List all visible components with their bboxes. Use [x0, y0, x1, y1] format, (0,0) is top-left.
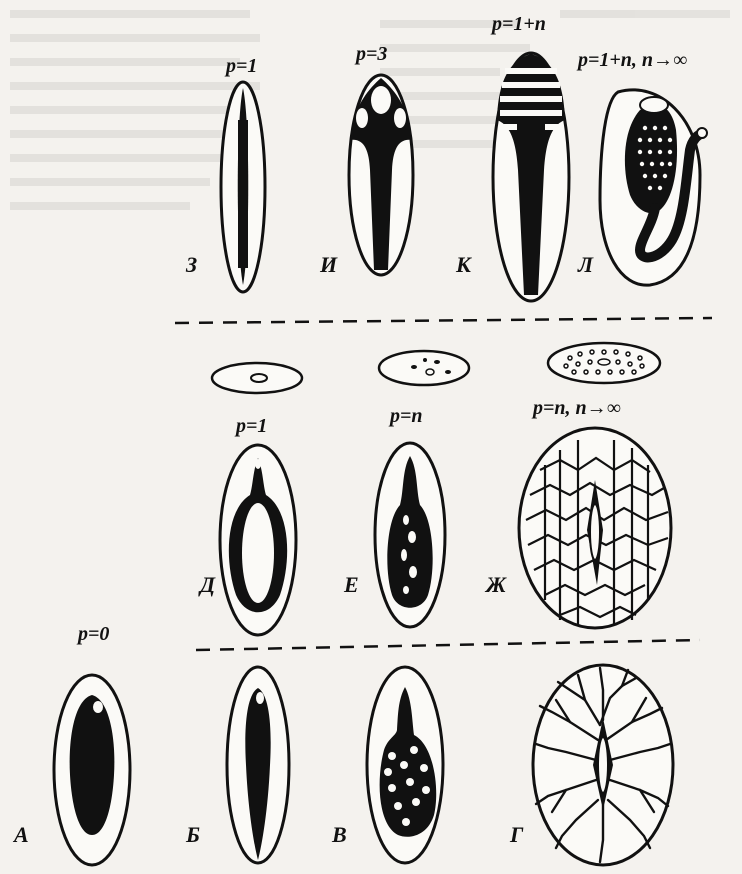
label-g: Г — [509, 822, 524, 847]
formula-i: p=3 — [354, 43, 387, 65]
separator-bottom — [196, 640, 700, 650]
label-z: З — [185, 252, 197, 277]
cross-section-e — [379, 351, 469, 385]
stele-a — [54, 675, 130, 865]
cross-section-zh — [548, 343, 660, 383]
formula-d: p=1 — [234, 415, 267, 437]
stele-b — [227, 667, 289, 863]
label-e: Е — [343, 572, 359, 597]
stele-d — [220, 445, 296, 635]
formula-k: p=1+n — [490, 13, 546, 35]
stele-zh — [519, 428, 671, 628]
label-l: Л — [577, 252, 594, 277]
stele-v — [367, 667, 443, 863]
stele-g — [533, 665, 673, 865]
stele-i — [349, 75, 413, 275]
stele-e — [375, 443, 445, 627]
stele-l — [600, 90, 707, 285]
label-zh: Ж — [484, 572, 507, 597]
formula-a: p=0 — [76, 623, 109, 645]
label-v: В — [331, 822, 347, 847]
separator-top — [175, 318, 712, 323]
label-i: И — [319, 252, 338, 277]
cross-section-d — [212, 363, 302, 393]
label-d: Д — [198, 572, 216, 597]
formula-z: p=1 — [224, 55, 257, 77]
formula-zh: p=n, n→∞ — [531, 397, 621, 419]
stele-z — [221, 82, 265, 292]
label-b: Б — [185, 822, 200, 847]
label-k: К — [455, 252, 472, 277]
stele-k — [493, 53, 569, 301]
formula-e: p=n — [388, 405, 423, 427]
label-a: А — [12, 822, 29, 847]
formula-l: p=1+n, n→∞ — [576, 49, 687, 71]
